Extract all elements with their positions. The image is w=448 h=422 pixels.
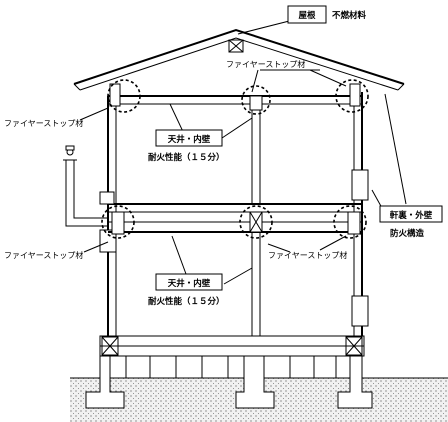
eaves-wall-box	[379, 205, 443, 223]
fire-stop-mid-lower-label: ファイヤーストップ材	[268, 250, 347, 260]
fire-stop-circles	[101, 79, 369, 239]
house-frame	[99, 83, 369, 336]
chimney	[63, 145, 115, 227]
fire-stop-left-lower-label: ファイヤーストップ材	[4, 250, 83, 260]
fire-performance-upper-label: 耐火性能（１５分）	[148, 152, 225, 163]
fire-structure-label: 防火構造	[390, 228, 425, 239]
fire-stop-roof-label: ファイヤーストップ材	[226, 59, 305, 69]
ceiling-wall-upper-box	[155, 129, 223, 147]
leader-lines	[79, 16, 407, 285]
ceiling-wall-lower-label: 天井・内壁	[168, 278, 211, 289]
fire-performance-lower-label: 耐火性能（１５分）	[148, 296, 225, 307]
ceiling-wall-upper-label: 天井・内壁	[168, 134, 211, 145]
foundation	[85, 335, 373, 409]
fire-stop-left-upper-label: ファイヤーストップ材	[4, 118, 83, 128]
roof-label-box	[287, 5, 327, 24]
roof-label: 屋根	[298, 10, 316, 21]
eaves-wall-label: 軒裏・外壁	[390, 210, 433, 221]
ceiling-wall-lower-box	[155, 273, 223, 291]
roof-material-label: 不燃材料	[332, 10, 367, 21]
roof	[73, 28, 405, 91]
